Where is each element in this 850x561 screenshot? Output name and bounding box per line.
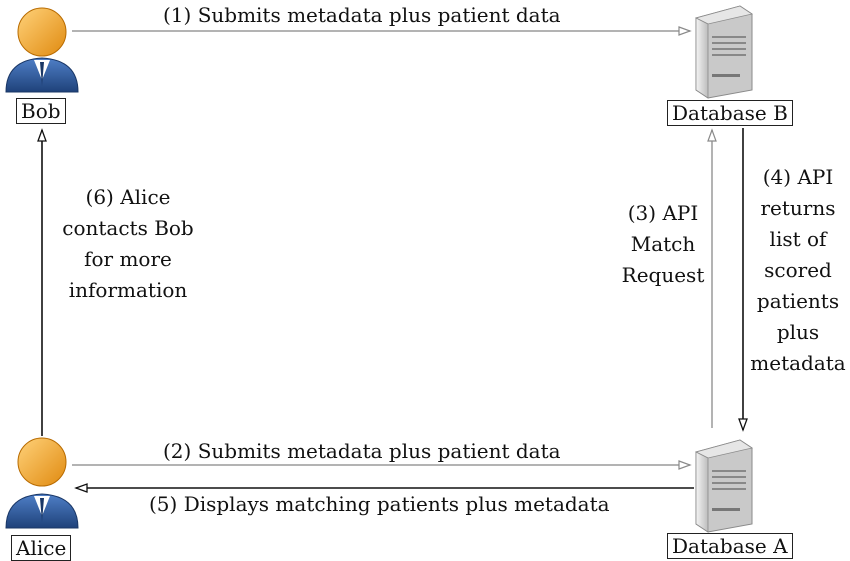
step1-label: (1) Submits metadata plus patient data <box>163 3 561 27</box>
step6-line: contacts Bob <box>62 216 194 240</box>
step6-line: (6) Alice <box>85 185 171 209</box>
step3-line: Request <box>621 263 705 287</box>
database-b-server-icon <box>694 5 753 99</box>
database-b-label: Database B <box>667 100 793 126</box>
step4-line: (4) API <box>762 165 834 189</box>
step6-line: information <box>68 278 188 302</box>
step4-line: plus <box>776 320 820 344</box>
step2-label: (2) Submits metadata plus patient data <box>163 439 561 463</box>
bob-label: Bob <box>16 98 66 124</box>
step6-label: (6) Alice contacts Bob for more informat… <box>58 182 198 306</box>
step4-line: returns <box>760 196 836 220</box>
step5-label: (5) Displays matching patients plus meta… <box>149 492 610 516</box>
step3-label: (3) API Match Request <box>618 198 708 291</box>
step6-line: for more <box>84 247 172 271</box>
database-a-label: Database A <box>667 533 793 559</box>
alice-label: Alice <box>11 535 72 561</box>
step3-line: Match <box>630 232 696 256</box>
step4-label: (4) API returns list of scored patients … <box>748 162 848 379</box>
step4-line: patients <box>756 289 840 313</box>
step4-line: metadata <box>750 351 846 375</box>
alice-person-icon <box>5 437 79 529</box>
step4-line: list of <box>769 227 827 251</box>
step4-line: scored <box>764 258 832 282</box>
step3-line: (3) API <box>627 201 699 225</box>
bob-person-icon <box>5 7 79 93</box>
database-a-server-icon <box>694 439 753 533</box>
